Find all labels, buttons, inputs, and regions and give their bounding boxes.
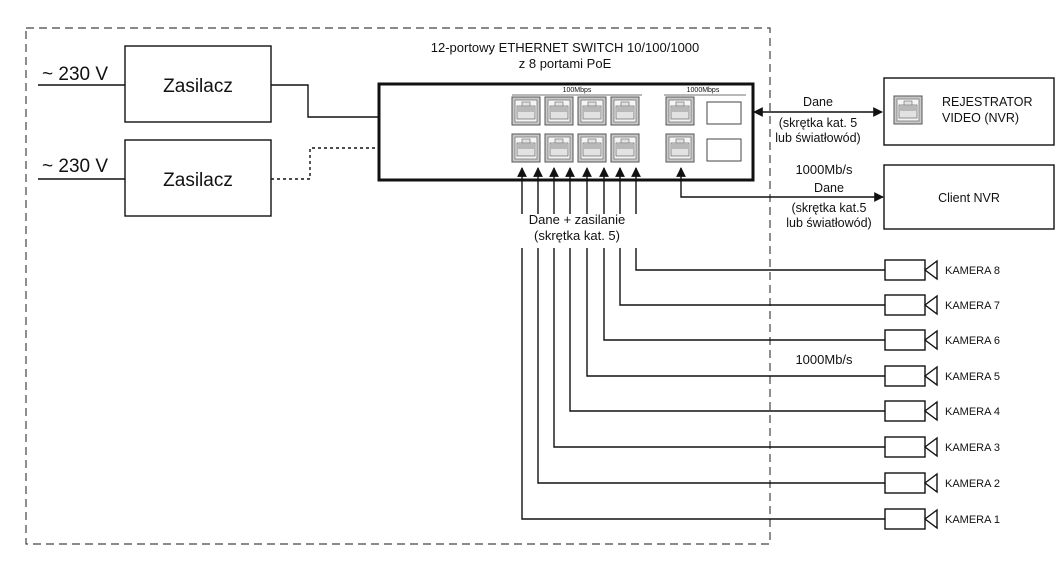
poe-port-1 — [511, 96, 541, 126]
camera-lens-icon — [923, 472, 938, 494]
supply-1-voltage: ~ 230 V — [42, 64, 108, 85]
camera-cable — [586, 248, 885, 377]
supply-2-cable-dotted — [271, 147, 379, 180]
switch-title-line2: z 8 portami PoE — [519, 56, 612, 71]
camera-label: KAMERA 7 — [945, 300, 1000, 312]
camera-cable — [521, 248, 885, 520]
ports-1000mbps-label: 1000Mbps — [687, 87, 720, 94]
camera-group: KAMERA 8 KAMERA 7 KAMERA 6 KAMERA 5 KAMERA 4… — [517, 167, 1000, 530]
client-nvr: Client NVR — [883, 164, 1055, 230]
camera-lens-icon — [923, 436, 938, 458]
client-nvr-label: Client NVR — [938, 191, 1000, 205]
sfp-slot-2 — [706, 138, 742, 162]
nvr-link-label1: Dane — [803, 95, 833, 109]
camera-icon — [884, 400, 926, 422]
camera-cable — [537, 248, 885, 484]
supply-1-cable — [271, 84, 379, 118]
camera-label: KAMERA 2 — [945, 478, 1000, 490]
camera-label: KAMERA 1 — [945, 514, 1000, 526]
poe-port-5 — [511, 133, 541, 163]
camera-cable — [635, 248, 885, 271]
camera-lens-icon — [923, 329, 938, 351]
camera-icon — [884, 329, 926, 351]
poe-port-7 — [577, 133, 607, 163]
poe-label-line1: Dane + zasilanie — [529, 212, 625, 227]
client-link-label2: (skrętka kat.5 — [791, 201, 866, 215]
poe-port-2 — [544, 96, 574, 126]
client-link: 1000Mb/s Dane (skrętka kat.5 lub światło… — [676, 162, 884, 230]
nvr-link: Dane (skrętka kat. 5 lub światłowód) — [753, 95, 883, 145]
ports-100mbps-label: 100Mbps — [563, 87, 592, 94]
client-link-label1: Dane — [814, 181, 844, 195]
supply-1-label: Zasilacz — [163, 76, 233, 97]
poe-port-8 — [610, 133, 640, 163]
switch-title-line1: 12-portowy ETHERNET SWITCH 10/100/1000 — [431, 40, 700, 55]
gigabit-port-2 — [665, 133, 695, 163]
nvr-link-label3: lub światłowód) — [775, 131, 860, 145]
supply-2-box — [124, 139, 272, 217]
gigabit-port-1 — [665, 96, 695, 126]
camera-icon — [884, 259, 926, 281]
enclosure-dashed-border — [25, 27, 771, 545]
power-supply-2: ~ 230 V Zasilacz — [38, 139, 379, 217]
camera-label: KAMERA 4 — [945, 406, 1000, 418]
supply-1-box — [124, 45, 272, 123]
camera-cable — [553, 248, 885, 448]
camera-cable — [619, 248, 885, 306]
supply-2-label: Zasilacz — [163, 170, 233, 191]
poe-port-6 — [544, 133, 574, 163]
poe-port-4 — [610, 96, 640, 126]
camera-lens-icon — [923, 259, 938, 281]
camera-icon — [884, 294, 926, 316]
supply-2-voltage: ~ 230 V — [42, 156, 108, 177]
camera-label: KAMERA 6 — [945, 335, 1000, 347]
nvr-label-line2: VIDEO (NVR) — [942, 111, 1019, 125]
camera-lens-icon — [923, 294, 938, 316]
camera-cable — [603, 248, 885, 341]
nvr-recorder: REJESTRATOR VIDEO (NVR) — [883, 77, 1055, 146]
camera-icon — [884, 472, 926, 494]
camera-lens-icon — [923, 508, 938, 530]
camera-cable — [569, 248, 885, 412]
power-supply-1: ~ 230 V Zasilacz — [38, 45, 379, 123]
sfp-slot-1 — [706, 101, 742, 125]
camera-lens-icon — [923, 365, 938, 387]
poe-port-3 — [577, 96, 607, 126]
camera-label: KAMERA 3 — [945, 442, 1000, 454]
nvr-link-label2: (skrętka kat. 5 — [779, 116, 858, 130]
camera-icon — [884, 436, 926, 458]
camera-label: KAMERA 8 — [945, 265, 1000, 277]
ethernet-switch: 100Mbps 1000Mbps — [377, 82, 755, 182]
camera-lens-icon — [923, 400, 938, 422]
client-link-label3: lub światłowód) — [786, 216, 871, 230]
camera-icon — [884, 508, 926, 530]
client-speed-label: 1000Mb/s — [795, 162, 853, 177]
camera-speed-label: 1000Mb/s — [795, 352, 853, 367]
poe-label-line2: (skrętka kat. 5) — [534, 228, 620, 243]
camera-icon — [884, 365, 926, 387]
camera-label: KAMERA 5 — [945, 371, 1000, 383]
nvr-label-line1: REJESTRATOR — [942, 95, 1033, 109]
